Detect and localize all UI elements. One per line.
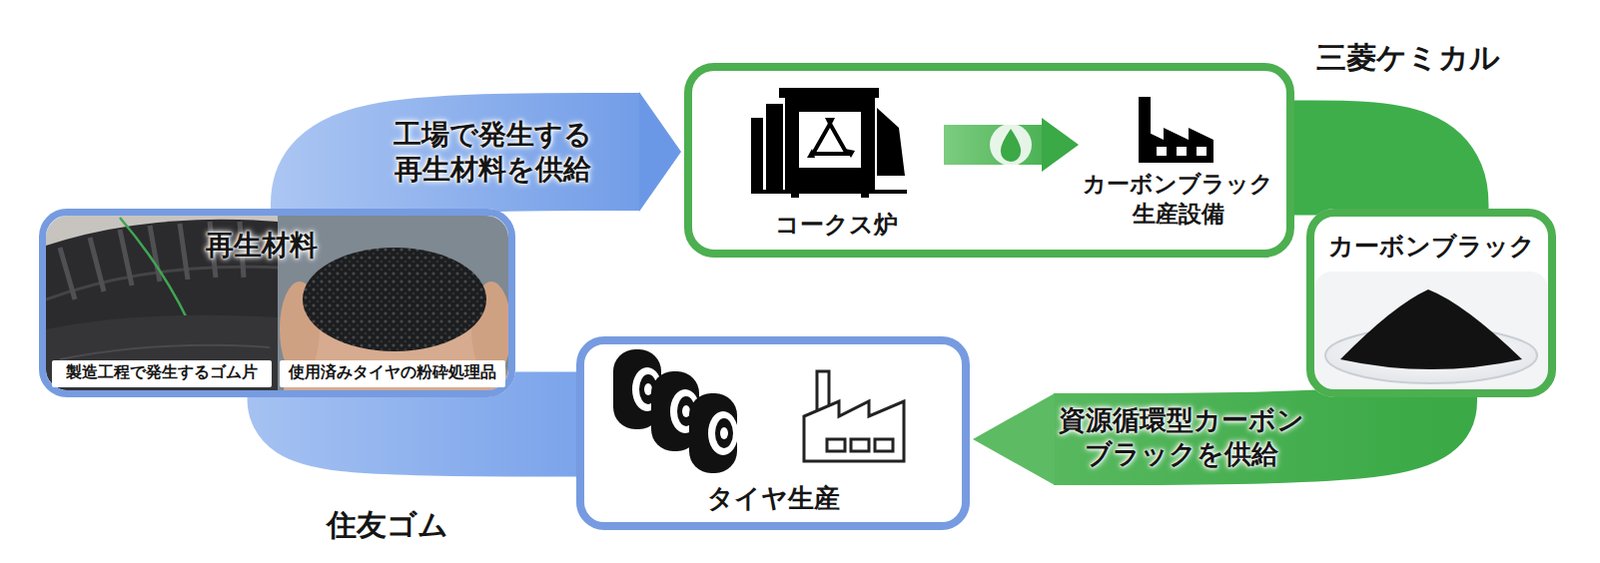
material-photos <box>45 215 509 391</box>
tire-icons <box>689 393 739 474</box>
product-box: カーボンブラック <box>1306 208 1557 398</box>
arrow-head <box>1041 117 1079 172</box>
flow-band <box>1290 157 1432 215</box>
tire-icons <box>613 349 739 474</box>
coke-oven-icon <box>860 189 869 198</box>
granules-photo <box>332 249 457 306</box>
tire-icons <box>715 418 734 449</box>
carbon-black-photo <box>1340 289 1523 370</box>
coke-oven-icon <box>751 117 764 190</box>
tire-photo <box>59 345 270 360</box>
node-text: 再生材料 <box>205 227 318 264</box>
box-fill <box>38 62 1557 531</box>
factory-icon <box>1176 146 1187 156</box>
connector-band <box>1290 157 1432 215</box>
coke-oven-icon <box>876 107 905 176</box>
granules-photo <box>302 247 487 352</box>
flow-band-arrow <box>972 393 1432 486</box>
box-fill <box>684 62 1295 258</box>
factory-icon <box>1156 146 1167 156</box>
factory-icon <box>1138 127 1214 163</box>
photo-caption: 製造工程で発生するゴム片 <box>51 360 272 388</box>
node-text: 使用済みタイヤの粉砕処理品 <box>279 362 506 384</box>
coke-oven-icon <box>751 189 907 194</box>
coke-oven-icon <box>766 103 784 190</box>
tire-icons <box>644 383 653 396</box>
company-name: 住友ゴム <box>326 505 449 547</box>
box-fill <box>576 336 970 531</box>
icon-node: コークス炉 <box>729 84 944 245</box>
flow-label: 工場で発生する 再生材料を供給 <box>388 116 596 187</box>
node-text: 製造工程で発生するゴム片 <box>51 362 272 384</box>
tire-icons <box>708 411 739 456</box>
coke-oven-icon <box>799 111 861 168</box>
tire-icons <box>689 393 738 474</box>
droplet-icon <box>989 123 1032 166</box>
carbon-black-photo <box>1314 271 1549 390</box>
factory-outline-icon <box>803 371 904 462</box>
droplet-icon <box>1000 128 1021 162</box>
node-text: タイヤ生産 <box>584 482 962 517</box>
droplet-icon <box>989 123 1032 166</box>
coke-oven-icon <box>751 87 907 198</box>
connector-band <box>943 124 1043 165</box>
coke-oven-icon <box>844 148 855 158</box>
factory-outline-icon <box>850 439 869 452</box>
node-text: コークス炉 <box>729 209 944 241</box>
node-text-line-box: カーボンブラック 生産設備 <box>1079 169 1278 230</box>
connector-band <box>299 393 581 425</box>
arrow-head <box>639 91 682 212</box>
coke-oven-icon <box>785 95 875 190</box>
carbon-black-photo <box>1314 271 1549 390</box>
arrow-head <box>972 393 1055 486</box>
node-text: カーボンブラック 生産設備 <box>1078 169 1279 230</box>
factory-outline-icon <box>803 401 904 462</box>
tire-icons <box>682 405 691 418</box>
tire-icons <box>720 427 729 440</box>
coke-oven-icon <box>812 123 847 154</box>
coke-oven-icon <box>806 148 815 158</box>
process-arrow <box>943 117 1079 172</box>
coke-oven-icon <box>824 117 835 128</box>
flow-label: 資源循環型カーボン ブラックを供給 <box>1054 403 1309 472</box>
material-box: 製造工程で発生するゴム片使用済みタイヤの粉砕処理品 再生材料 <box>38 208 516 398</box>
producer-box: コークス炉カーボンブラック 生産設備三菱ケミカル <box>684 62 1295 258</box>
factory-outline-icon <box>826 439 845 452</box>
company-heading: 三菱ケミカル <box>1316 37 1501 77</box>
box-fill <box>1306 208 1557 398</box>
factory-icon <box>1138 96 1214 163</box>
coke-oven-icon <box>791 189 800 198</box>
photo-caption: 使用済みタイヤの粉砕処理品 <box>279 360 506 388</box>
flow-band-arrow <box>329 91 682 215</box>
icon-node: カーボンブラック 生産設備 <box>1078 89 1279 248</box>
flow-band <box>299 393 581 425</box>
box-fill <box>38 208 516 398</box>
tire-photo <box>45 315 278 391</box>
factory-outline-icon <box>874 439 893 452</box>
factory-icon <box>1196 146 1207 156</box>
node-text: カーボンブラック <box>1314 230 1549 264</box>
tire-production-box: タイヤ生産 <box>576 336 970 531</box>
